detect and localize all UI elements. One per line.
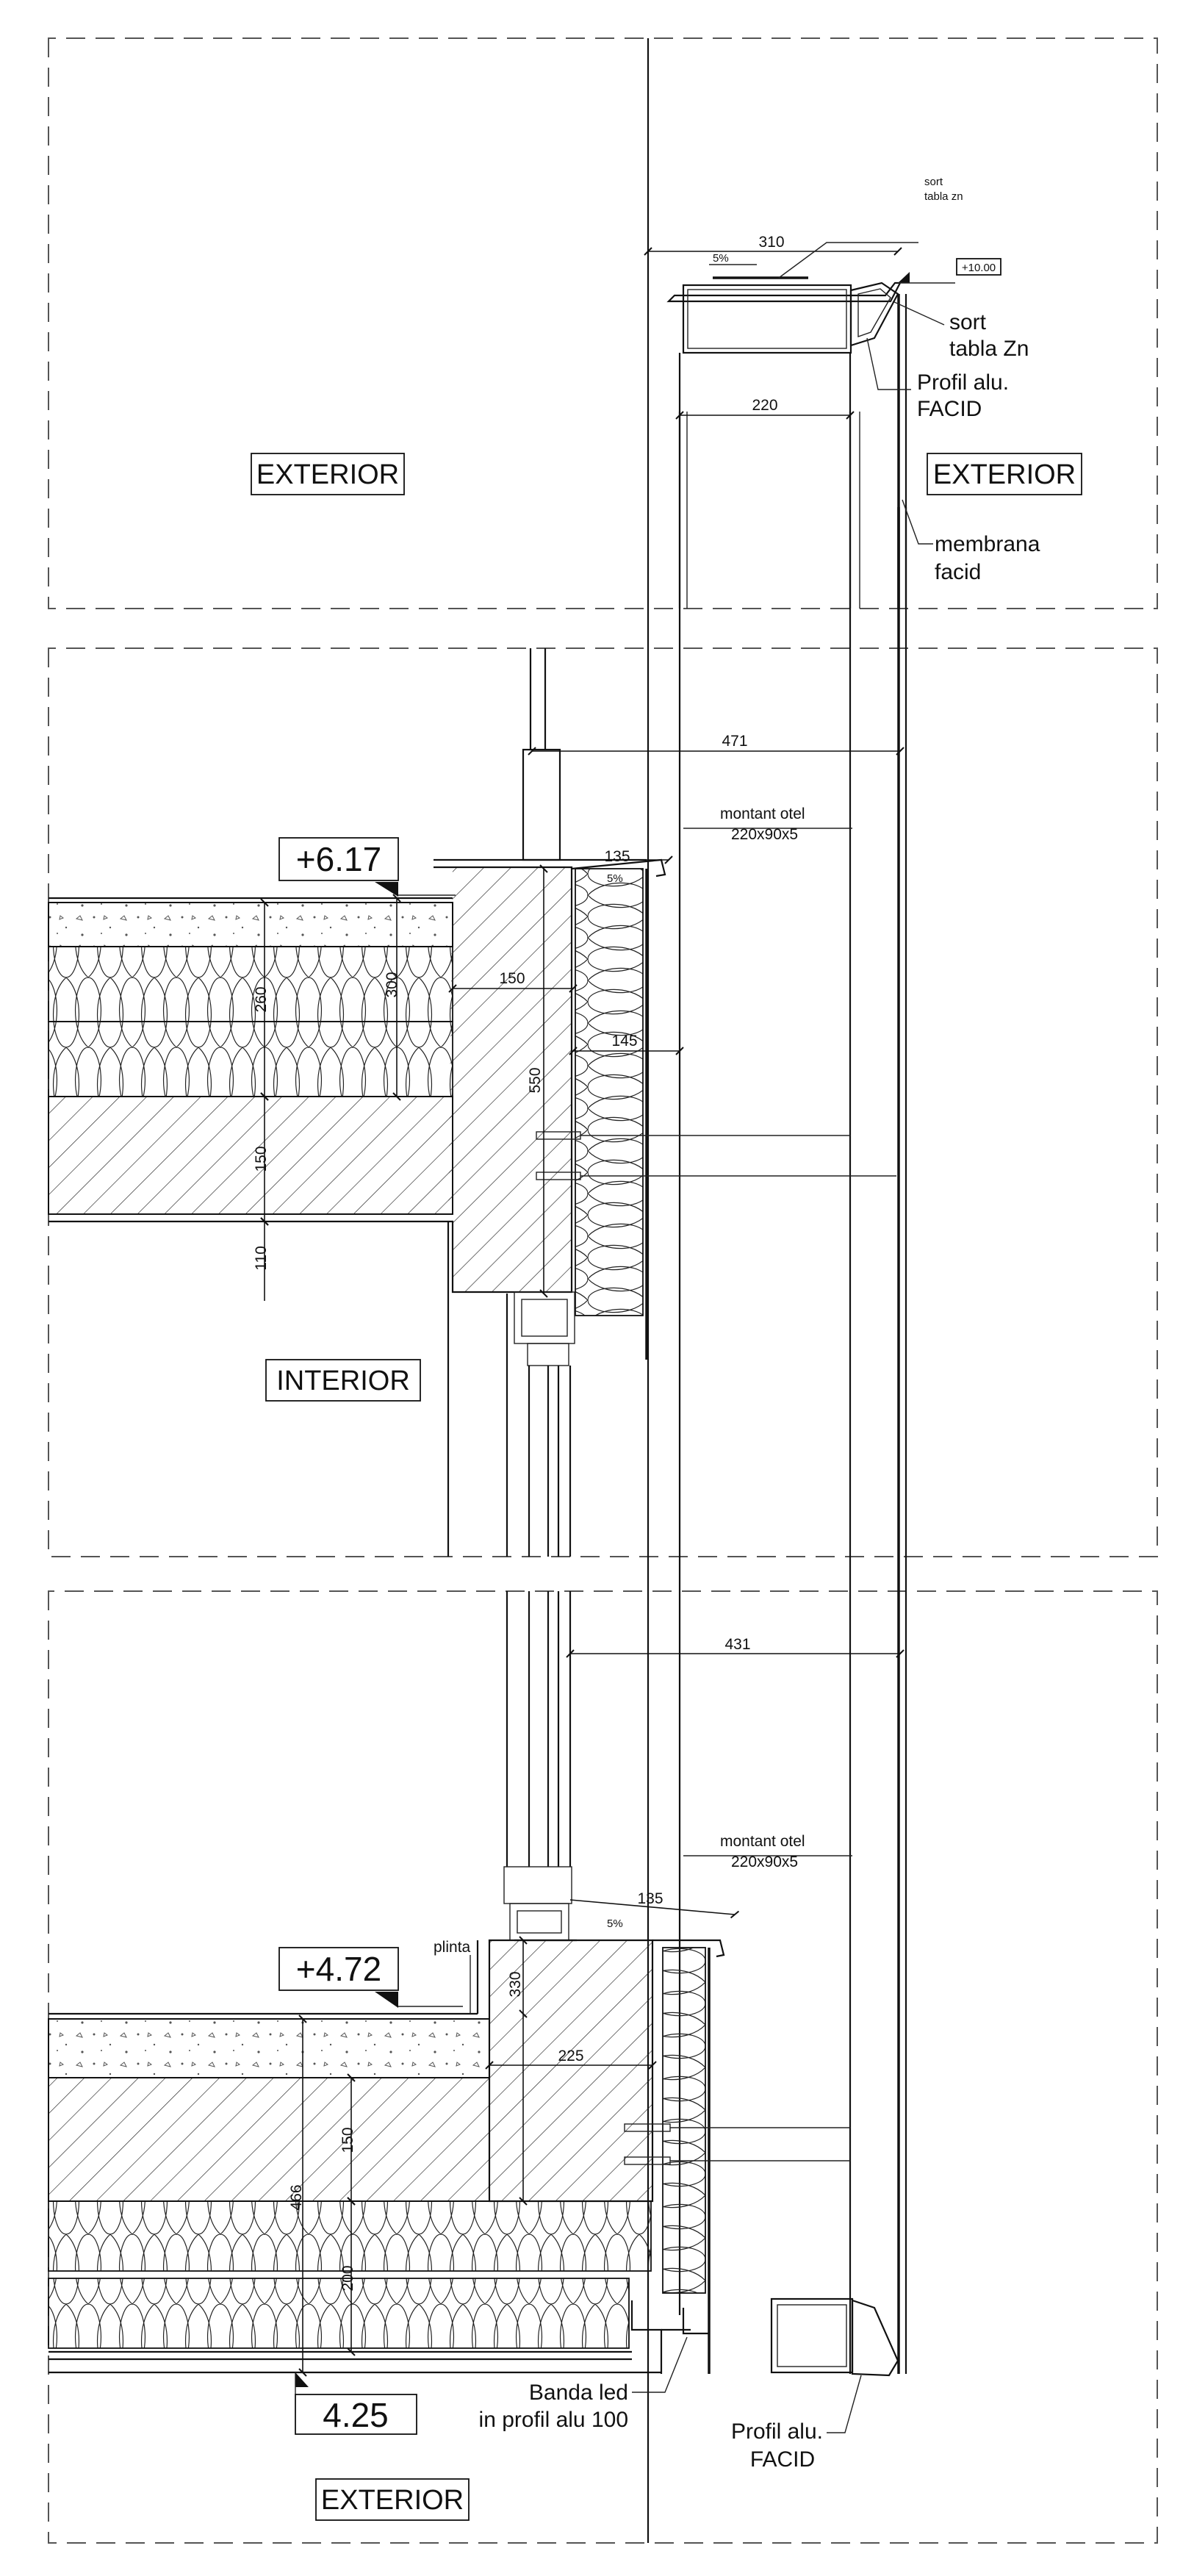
dim-550: 550 bbox=[527, 1067, 544, 1093]
note-plinta: plinta bbox=[434, 1939, 471, 1956]
mid-floor-detail bbox=[48, 648, 905, 1557]
dim-150-beam: 150 bbox=[499, 970, 525, 987]
dim-225: 225 bbox=[558, 2048, 583, 2064]
level-mid: +6.17 bbox=[296, 840, 381, 878]
note-profil-bottom-2: FACID bbox=[750, 2447, 815, 2472]
low-floor-detail bbox=[48, 1591, 905, 2435]
svg-text:EXTERIOR: EXTERIOR bbox=[321, 2485, 464, 2516]
dim-310: 310 bbox=[758, 234, 784, 251]
slope-label-low: 5% bbox=[607, 1917, 623, 1930]
dim-110: 110 bbox=[253, 1246, 270, 1270]
dim-300: 300 bbox=[384, 972, 400, 997]
dim-220: 220 bbox=[752, 397, 777, 414]
svg-text:EXTERIOR: EXTERIOR bbox=[933, 459, 1076, 490]
slope-label-top: 5% bbox=[713, 252, 729, 265]
label-interior: INTERIOR bbox=[265, 1359, 421, 1402]
dim-466: 466 bbox=[288, 2184, 305, 2210]
svg-text:INTERIOR: INTERIOR bbox=[276, 1366, 410, 1396]
label-exterior-bottom: EXTERIOR bbox=[315, 2478, 470, 2521]
note-montant-low-1: montant otel bbox=[720, 1833, 805, 1850]
note-sort-zn-2: tabla Zn bbox=[949, 337, 1029, 361]
note-montant-low-2: 220x90x5 bbox=[731, 1854, 798, 1870]
note-banda-led-1: Banda led bbox=[529, 2381, 628, 2405]
dim-471: 471 bbox=[722, 733, 747, 750]
slope-label-mid: 5% bbox=[607, 872, 623, 885]
dim-135-mid: 135 bbox=[604, 848, 630, 865]
note-montant-mid-2: 220x90x5 bbox=[731, 826, 798, 843]
note-membrana-1: membrana bbox=[935, 532, 1040, 556]
note-montant-mid-1: montant otel bbox=[720, 806, 805, 822]
label-exterior-top-left: EXTERIOR bbox=[251, 453, 405, 495]
note-profil-top-2: FACID bbox=[917, 397, 982, 421]
label-exterior-top-right: EXTERIOR bbox=[927, 453, 1082, 495]
dim-330: 330 bbox=[507, 1971, 524, 1997]
dim-260: 260 bbox=[253, 986, 270, 1012]
note-profil-top-1: Profil alu. bbox=[917, 370, 1009, 395]
svg-text:EXTERIOR: EXTERIOR bbox=[256, 459, 399, 490]
parapet-detail bbox=[644, 242, 1001, 609]
note-sort-small-2: tabla zn bbox=[924, 190, 963, 203]
dim-145: 145 bbox=[611, 1033, 637, 1050]
dim-150-slab: 150 bbox=[253, 1146, 270, 1172]
dim-135-low: 135 bbox=[637, 1890, 663, 1907]
level-bottom: 4.25 bbox=[323, 2396, 389, 2434]
note-membrana-2: facid bbox=[935, 560, 981, 584]
level-low: +4.72 bbox=[296, 1950, 381, 1988]
note-banda-led-2: in profil alu 100 bbox=[479, 2408, 628, 2432]
dim-200: 200 bbox=[339, 2265, 356, 2291]
level-top: +10.00 bbox=[962, 262, 996, 274]
note-sort-small-1: sort bbox=[924, 176, 943, 188]
note-sort-zn-1: sort bbox=[949, 310, 987, 334]
dim-150-low: 150 bbox=[339, 2127, 356, 2153]
note-profil-bottom-1: Profil alu. bbox=[731, 2419, 823, 2444]
dim-431: 431 bbox=[724, 1636, 750, 1653]
